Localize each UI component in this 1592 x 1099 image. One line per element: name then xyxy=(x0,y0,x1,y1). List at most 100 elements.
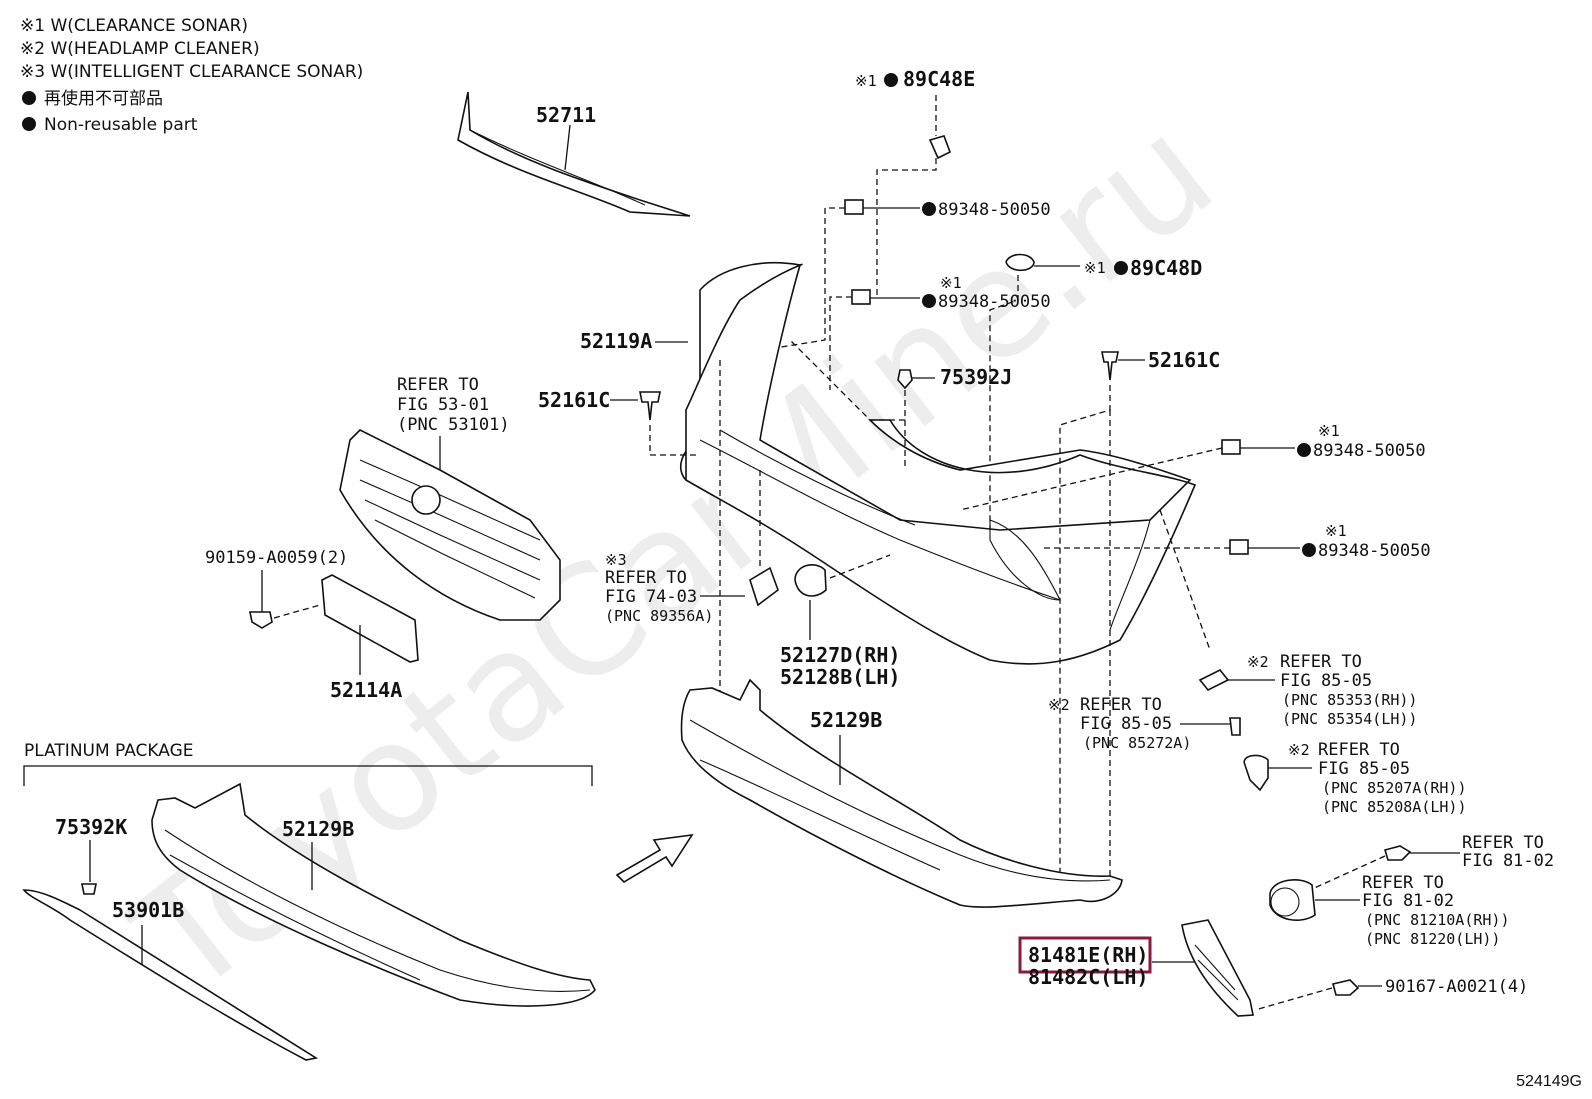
part-90159-a0059[interactable]: 90159-A0059(2) xyxy=(205,548,348,629)
platinum-package-title: PLATINUM PACKAGE xyxy=(24,741,194,761)
clip-icon xyxy=(1101,351,1119,381)
refer-text: REFER TO xyxy=(605,568,687,588)
label-89348-50050[interactable]: 89348-50050 xyxy=(938,200,1051,220)
part-89c48e[interactable]: ※1 89C48E xyxy=(855,67,975,295)
part-52114a[interactable]: 52114A xyxy=(321,574,419,702)
sonar-refer[interactable]: ※3 REFER TO FIG 74-03 (PNC 89356A) xyxy=(605,360,779,700)
screw-icon xyxy=(1383,845,1412,861)
screw-icon xyxy=(1332,979,1360,996)
refer-fig[interactable]: FIG 85-05 xyxy=(1318,759,1410,779)
note-mark: ※3 xyxy=(605,551,627,569)
refer-pnc: (PNC 89356A) xyxy=(605,607,713,625)
refer-pnc: (PNC 85272A) xyxy=(1083,734,1191,752)
part-52161c-left[interactable]: 52161C xyxy=(538,388,700,456)
label-52711[interactable]: 52711 xyxy=(536,103,596,127)
label-52127d[interactable]: 52127D(RH) xyxy=(780,643,900,667)
note-mark: ※1 xyxy=(855,72,877,90)
highlight-box xyxy=(1018,936,1152,974)
part-53901b[interactable]: 53901B xyxy=(22,889,319,1061)
refer-pnc: (PNC 85207A(RH)) xyxy=(1322,779,1467,797)
note-mark: ※2 xyxy=(1247,653,1269,671)
nonreusable-dot-icon xyxy=(1297,443,1311,457)
refer-fig[interactable]: FIG 85-05 xyxy=(1080,714,1172,734)
part-75392j[interactable]: 75392J xyxy=(789,339,1012,470)
legend-nonreusable-en: Non-reusable part xyxy=(44,115,198,135)
part-81481e[interactable]: 81481E(RH) 81482C(LH) xyxy=(1018,919,1254,1017)
refer-text: REFER TO xyxy=(1462,833,1544,853)
note-mark: ※1 xyxy=(940,274,962,292)
legend-nonreusable-jp: 再使用不可部品 xyxy=(44,88,163,109)
clip-icon xyxy=(928,135,952,160)
label-52128b[interactable]: 52128B(LH) xyxy=(780,665,900,689)
clip-icon xyxy=(844,199,864,215)
refer-pnc: (PNC 85354(LH)) xyxy=(1282,710,1417,728)
refer-pnc: (PNC 53101) xyxy=(397,415,510,435)
refer-fig[interactable]: FIG 81-02 xyxy=(1362,891,1454,911)
refer-text: REFER TO xyxy=(1280,652,1362,672)
refer-text: REFER TO xyxy=(1318,740,1400,760)
part-52127d[interactable]: 52127D(RH) 52128B(LH) xyxy=(780,554,900,689)
clip-icon xyxy=(81,883,97,895)
refer-fig[interactable]: FIG 85-05 xyxy=(1280,671,1372,691)
refer-fig[interactable]: FIG 81-02 xyxy=(1462,851,1554,871)
fog-refer-1[interactable]: REFER TO FIG 81-02 xyxy=(1309,833,1554,891)
platinum-bracket xyxy=(23,765,593,786)
label-89c48d[interactable]: 89C48D xyxy=(1130,256,1202,280)
headlamp-cleaner-refer-2[interactable]: ※2 REFER TO FIG 85-05 (PNC 85272A) xyxy=(1048,695,1241,752)
part-90167-a0021[interactable]: 90167-A0021(4) xyxy=(1254,977,1528,1011)
legend-note-2: ※2 W(HEADLAMP CLEANER) xyxy=(20,39,260,59)
label-52161c[interactable]: 52161C xyxy=(1148,348,1220,372)
grille-refer[interactable]: REFER TO FIG 53-01 (PNC 53101) xyxy=(339,375,561,621)
part-89348-50050-c[interactable]: ※1 89348-50050 xyxy=(959,422,1426,511)
nonreusable-dot-icon xyxy=(1302,543,1316,557)
diagram-id: 524149G xyxy=(1516,1073,1582,1090)
note-mark: ※2 xyxy=(1048,696,1070,714)
part-89348-50050-d[interactable]: ※1 89348-50050 xyxy=(1040,522,1431,561)
clip-icon xyxy=(897,369,913,390)
platinum-package-group: PLATINUM PACKAGE 75392K 53901B 52129B xyxy=(22,741,596,1061)
fog-refer-2[interactable]: REFER TO FIG 81-02 (PNC 81210A(RH)) (PNC… xyxy=(1269,873,1510,948)
label-81482c[interactable]: 81482C(LH) xyxy=(1028,965,1148,989)
bracket-icon xyxy=(1229,717,1241,736)
label-89348-50050[interactable]: 89348-50050 xyxy=(1318,541,1431,561)
part-89c48d[interactable]: ※1 89C48D xyxy=(989,253,1202,561)
label-52161c[interactable]: 52161C xyxy=(538,388,610,412)
refer-pnc: (PNC 85353(RH)) xyxy=(1282,691,1417,709)
part-75392k[interactable]: 75392K xyxy=(55,815,127,895)
label-89c48e[interactable]: 89C48E xyxy=(903,67,975,91)
legend: ※1 W(CLEARANCE SONAR) ※2 W(HEADLAMP CLEA… xyxy=(20,16,363,135)
nonreusable-dot-icon xyxy=(22,117,36,131)
refer-fig[interactable]: FIG 53-01 xyxy=(397,395,489,415)
nonreusable-dot-icon xyxy=(922,202,936,216)
part-52129b-platinum[interactable]: 52129B xyxy=(151,782,596,1007)
note-mark: ※1 xyxy=(1318,422,1340,440)
refer-fig[interactable]: FIG 74-03 xyxy=(605,587,697,607)
legend-note-1: ※1 W(CLEARANCE SONAR) xyxy=(20,16,248,36)
part-52161c-right[interactable]: 52161C xyxy=(1059,348,1220,880)
label-52129b[interactable]: 52129B xyxy=(810,708,882,732)
nonreusable-dot-icon xyxy=(22,91,36,105)
part-52119a[interactable]: 52119A xyxy=(580,262,1197,665)
headlamp-cleaner-refer-3[interactable]: ※2 REFER TO FIG 85-05 (PNC 85207A(RH)) (… xyxy=(1243,740,1467,816)
label-81481e[interactable]: 81481E(RH) xyxy=(1028,943,1148,967)
headlamp-cleaner-refer-1[interactable]: ※2 REFER TO FIG 85-05 (PNC 85353(RH)) (P… xyxy=(1159,509,1417,728)
refer-pnc: (PNC 81220(LH)) xyxy=(1365,930,1500,948)
label-75392j[interactable]: 75392J xyxy=(940,365,1012,389)
label-52129b[interactable]: 52129B xyxy=(282,817,354,841)
label-52119a[interactable]: 52119A xyxy=(580,329,652,353)
note-mark: ※1 xyxy=(1084,259,1106,277)
label-89348-50050[interactable]: 89348-50050 xyxy=(1313,441,1426,461)
label-75392k[interactable]: 75392K xyxy=(55,815,127,839)
label-90159-a0059[interactable]: 90159-A0059(2) xyxy=(205,548,348,568)
label-89348-50050[interactable]: 89348-50050 xyxy=(938,292,1051,312)
part-89348-50050-b[interactable]: ※1 89348-50050 xyxy=(829,274,1051,390)
label-52114a[interactable]: 52114A xyxy=(330,678,402,702)
label-90167-a0021[interactable]: 90167-A0021(4) xyxy=(1385,977,1528,997)
note-mark: ※1 xyxy=(1325,522,1347,540)
part-52711[interactable]: 52711 xyxy=(457,91,691,217)
label-53901b[interactable]: 53901B xyxy=(112,898,184,922)
refer-text: REFER TO xyxy=(1080,695,1162,715)
refer-pnc: (PNC 85208A(LH)) xyxy=(1322,798,1467,816)
part-52129b-main[interactable]: 52129B xyxy=(680,678,1123,908)
